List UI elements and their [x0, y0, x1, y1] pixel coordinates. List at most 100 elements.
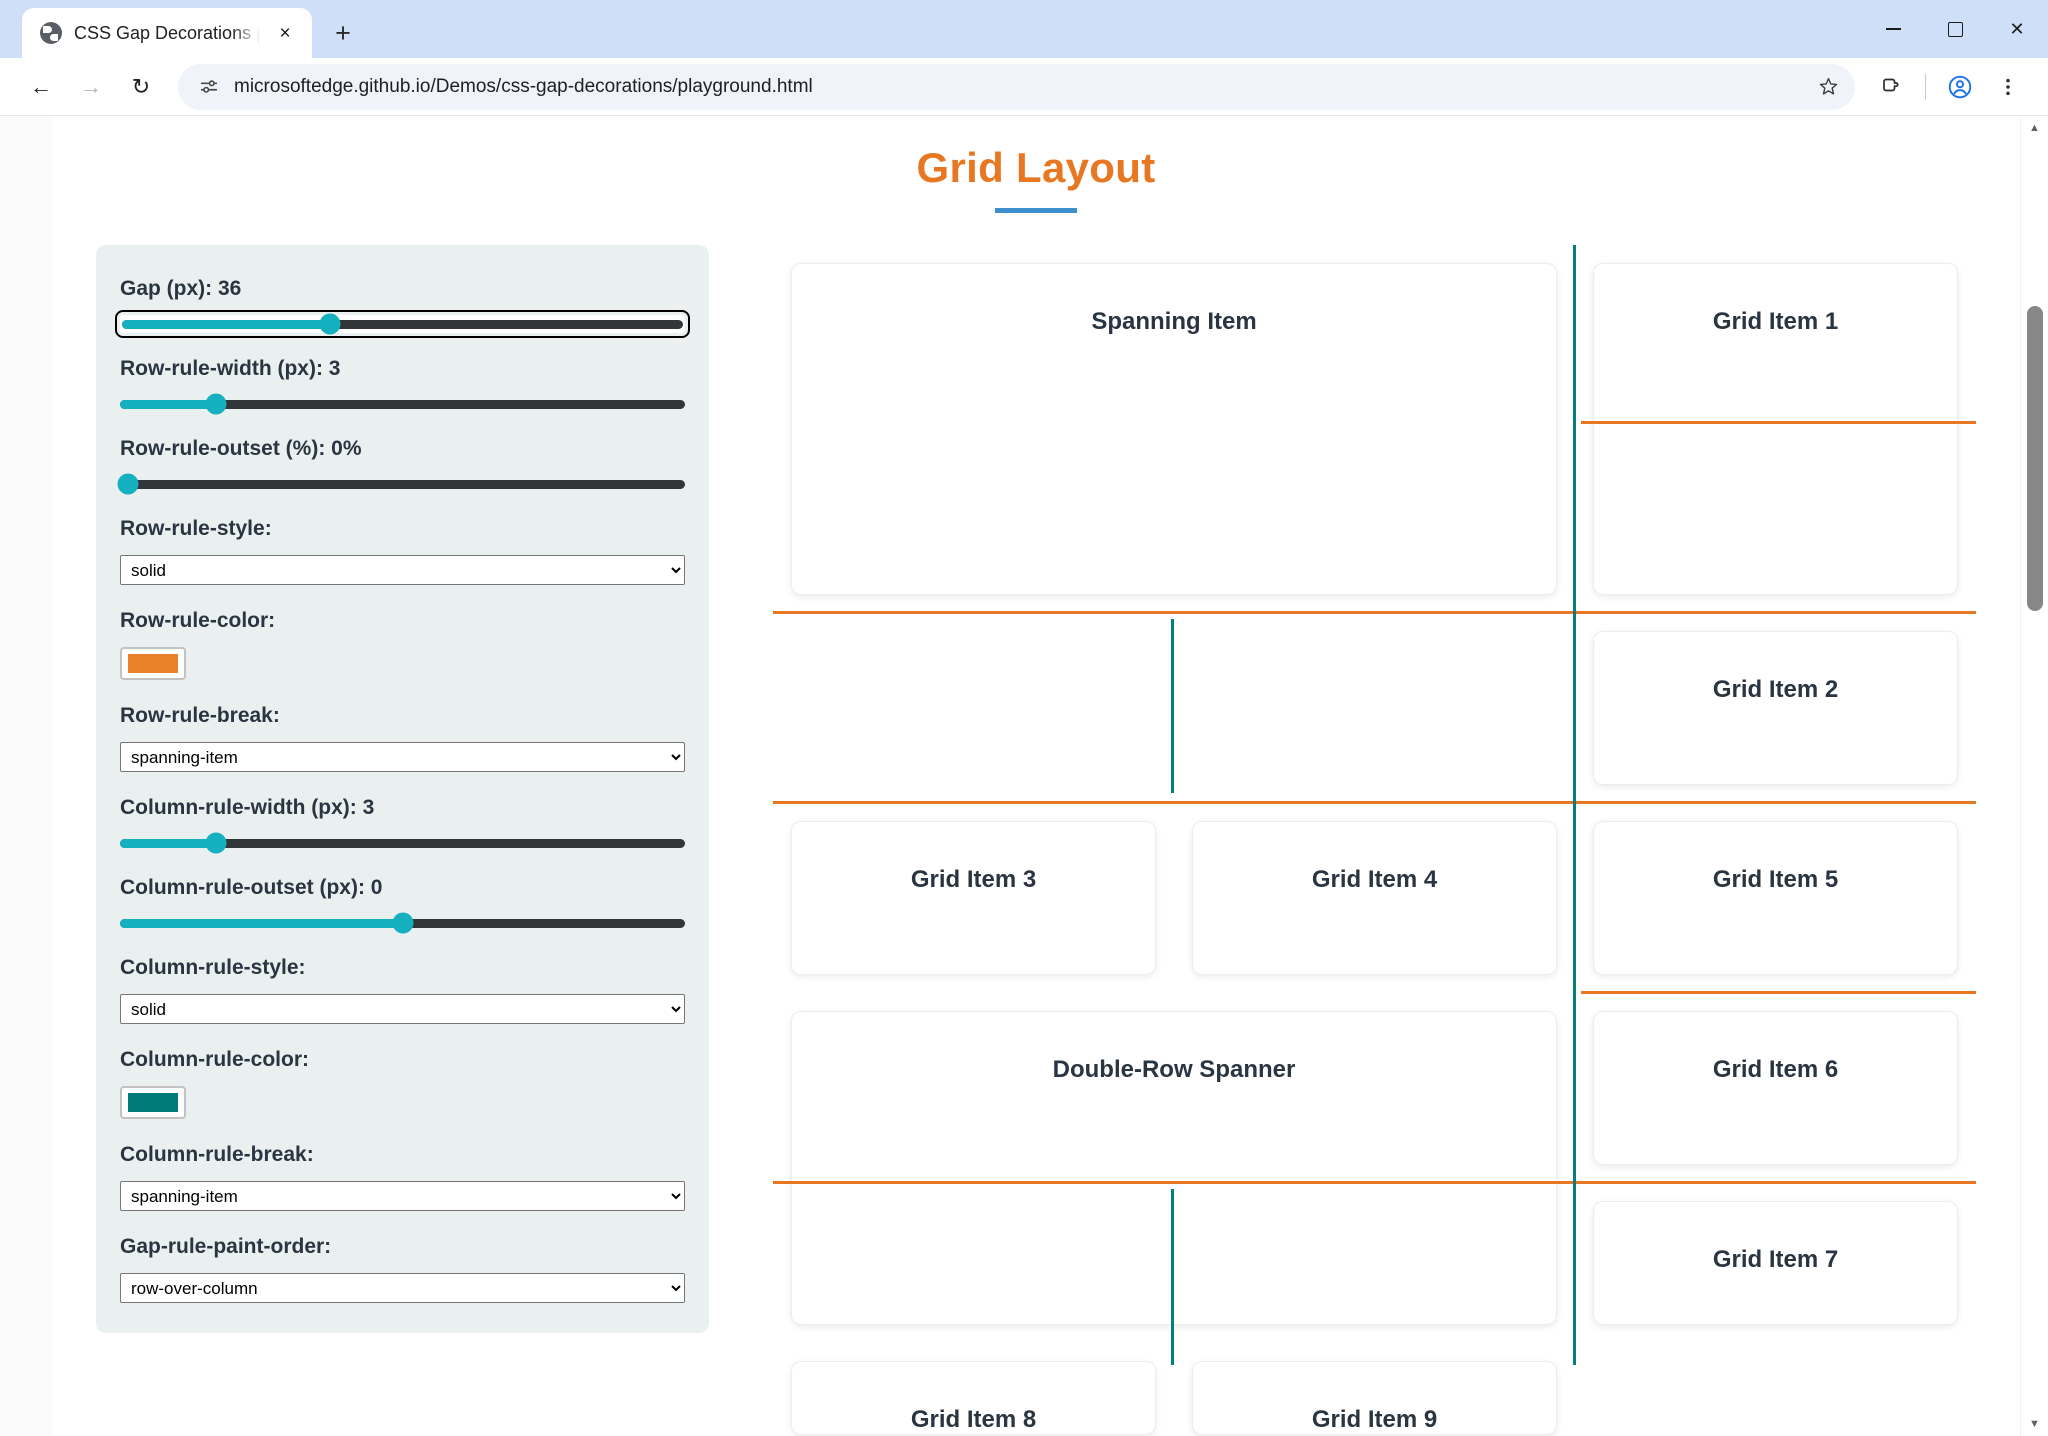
tab-strip: CSS Gap Decorations playground × + [0, 0, 364, 58]
control-label-row-rule-width: Row-rule-width (px): 3 [120, 357, 341, 380]
scroll-up-icon[interactable]: ▲ [2029, 122, 2040, 134]
control-label-column-rule-style: Column-rule-style: [120, 956, 306, 979]
control-label-row-rule-style: Row-rule-style: [120, 517, 272, 540]
grid-item-9[interactable]: Grid Item 9 [1192, 1361, 1557, 1435]
row-rule-3 [773, 801, 1976, 804]
control-column-rule-style: Column-rule-style: solid [120, 956, 685, 1024]
control-label-column-rule-width: Column-rule-width (px): 3 [120, 796, 375, 819]
column-rule-color-picker[interactable] [120, 1086, 186, 1119]
maximize-button[interactable] [1924, 0, 1986, 58]
row-rule-width-slider[interactable] [120, 393, 685, 415]
page-title: Grid Layout [916, 144, 1156, 191]
gap-slider-track[interactable] [122, 313, 683, 335]
back-icon[interactable]: ← [30, 73, 52, 99]
grid-item-8[interactable]: Grid Item 8 [791, 1361, 1156, 1435]
page-viewport: Grid Layout Gap (px): 36 [0, 116, 2048, 1436]
column-rule-width-fill [120, 838, 217, 848]
control-label-column-rule-color: Column-rule-color: [120, 1048, 309, 1071]
page-layout: Gap (px): 36 Row-rule-width (px): 3 [92, 245, 1980, 1436]
close-icon[interactable]: × [279, 22, 291, 44]
new-tab-button[interactable]: + [335, 17, 351, 48]
control-column-rule-outset: Column-rule-outset (px): 0 [120, 876, 685, 934]
column-rule-outset-fill [120, 918, 403, 928]
forward-icon[interactable]: → [80, 73, 102, 99]
grid-item-1[interactable]: Grid Item 1 [1593, 263, 1958, 595]
row-rule-1 [773, 611, 1976, 614]
grid-item-5[interactable]: Grid Item 5 [1593, 821, 1958, 975]
scrollbar-thumb[interactable] [2027, 306, 2043, 611]
browser-toolbar: ← → ↻ microsoftedge.github.io/Demos/css-… [0, 58, 2048, 116]
control-row-rule-outset: Row-rule-outset (%): 0% [117, 437, 685, 495]
title-bar: CSS Gap Decorations playground × + ✕ [0, 0, 2048, 58]
gap-rule-paint-order-select[interactable]: row-over-column [120, 1273, 685, 1303]
control-label-row-rule-break: Row-rule-break: [120, 704, 280, 727]
page-scrollbar[interactable]: ▲ ▼ [2020, 116, 2048, 1436]
column-rule-mid-row5 [1171, 1189, 1175, 1365]
permissions-icon[interactable] [194, 72, 224, 102]
row-rule-2-right [1581, 421, 1976, 424]
column-rule-outset-track[interactable] [120, 912, 685, 934]
column-rule-outset-slider[interactable] [120, 912, 685, 934]
url-text[interactable]: microsoftedge.github.io/Demos/css-gap-de… [234, 75, 813, 97]
grid-item-4[interactable]: Grid Item 4 [1192, 821, 1557, 975]
row-rule-width-track[interactable] [120, 393, 685, 415]
column-rule-break-select[interactable]: spanning-item [120, 1181, 685, 1211]
tab-title: CSS Gap Decorations playground [74, 22, 260, 43]
grid-item-6[interactable]: Grid Item 6 [1593, 1011, 1958, 1165]
more-vertical-icon[interactable] [1986, 65, 2030, 109]
page-gutter [0, 116, 52, 1436]
column-rule-color-chip [128, 1093, 178, 1112]
row-rule-outset-slider[interactable] [117, 473, 685, 495]
row-rule-break-select[interactable]: spanning-item [120, 742, 685, 772]
column-rule-style-select[interactable]: solid [120, 994, 685, 1024]
control-label-gap: Gap (px): 36 [120, 277, 242, 300]
control-label-column-rule-break: Column-rule-break: [120, 1143, 314, 1166]
browser-tab[interactable]: CSS Gap Decorations playground × [22, 8, 312, 58]
control-row-rule-break: Row-rule-break: spanning-item [120, 704, 685, 772]
close-window-button[interactable]: ✕ [2009, 18, 2025, 39]
row-rule-5-right [1581, 991, 1976, 994]
row-rule-color-chip [128, 654, 178, 673]
profile-icon[interactable] [1938, 65, 1982, 109]
scroll-down-icon[interactable]: ▼ [2029, 1418, 2040, 1430]
control-gap: Gap (px): 36 [115, 277, 690, 338]
column-rule-width-track[interactable] [120, 832, 685, 854]
control-label-row-rule-outset: Row-rule-outset (%): 0% [120, 437, 362, 460]
web-page: Grid Layout Gap (px): 36 [52, 116, 2020, 1436]
control-column-rule-color: Column-rule-color: [120, 1048, 685, 1119]
title-underline [995, 208, 1077, 213]
grid-item-7[interactable]: Grid Item 7 [1593, 1201, 1958, 1325]
control-row-rule-style: Row-rule-style: solid [120, 517, 685, 585]
column-rule-mid-row2 [1171, 619, 1175, 793]
control-label-gap-rule-paint-order: Gap-rule-paint-order: [120, 1235, 332, 1258]
gap-slider-fill [122, 319, 330, 329]
row-rule-4 [773, 1181, 1976, 1184]
row-rule-width-fill [120, 399, 217, 409]
grid-spanning-item[interactable]: Spanning Item [791, 263, 1557, 595]
globe-icon [40, 22, 62, 44]
gap-slider-thumb[interactable] [319, 313, 341, 335]
row-rule-width-thumb[interactable] [205, 393, 227, 415]
row-rule-outset-thumb[interactable] [117, 473, 139, 495]
control-label-row-rule-color: Row-rule-color: [120, 609, 276, 632]
row-rule-color-picker[interactable] [120, 647, 186, 680]
controls-panel: Gap (px): 36 Row-rule-width (px): 3 [96, 245, 709, 1333]
row-rule-style-select[interactable]: solid [120, 555, 685, 585]
column-rule-width-slider[interactable] [120, 832, 685, 854]
star-icon[interactable] [1809, 68, 1847, 106]
gap-slider[interactable] [115, 310, 690, 338]
control-row-rule-color: Row-rule-color: [120, 609, 685, 680]
grid-item-3[interactable]: Grid Item 3 [791, 821, 1156, 975]
control-column-rule-break: Column-rule-break: spanning-item [120, 1143, 685, 1211]
column-rule-outer [1572, 245, 1576, 1365]
address-bar[interactable]: microsoftedge.github.io/Demos/css-gap-de… [178, 63, 1855, 110]
toolbar-divider [1925, 73, 1926, 100]
grid-item-2[interactable]: Grid Item 2 [1593, 631, 1958, 785]
extensions-icon[interactable] [1869, 65, 1913, 109]
minimize-button[interactable] [1862, 0, 1924, 58]
row-rule-outset-track[interactable] [117, 473, 685, 495]
column-rule-outset-thumb[interactable] [392, 912, 413, 934]
column-rule-width-thumb[interactable] [205, 832, 227, 854]
reload-icon[interactable]: ↻ [131, 73, 151, 99]
